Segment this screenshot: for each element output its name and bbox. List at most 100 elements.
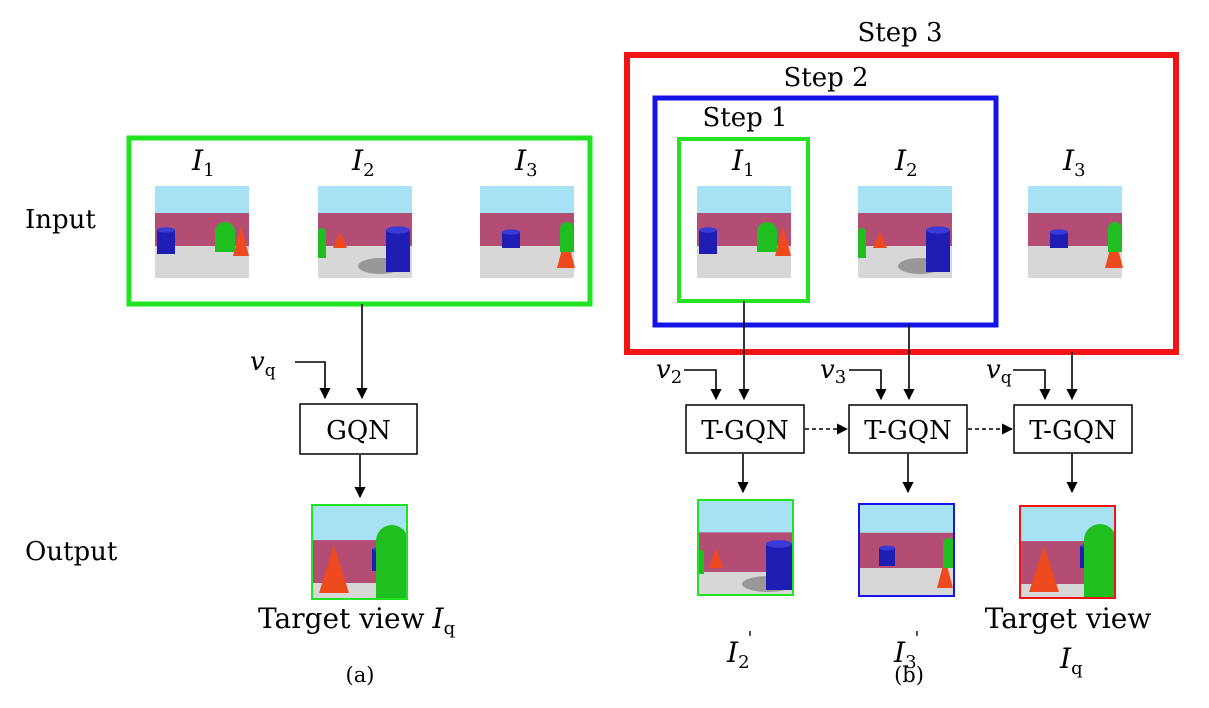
tgqn-box-1-label: T-GQN bbox=[701, 416, 789, 446]
blue-cylinder-top bbox=[1050, 229, 1068, 235]
blue-cylinder-top bbox=[386, 226, 410, 234]
blue-cylinder bbox=[502, 232, 520, 248]
query-label-v2: v2 bbox=[656, 355, 682, 388]
output-label-i2-prime: I2' bbox=[726, 628, 752, 673]
b-scene-image-i3 bbox=[1028, 186, 1123, 278]
green-capsule bbox=[698, 553, 704, 574]
output-border-i2-prime bbox=[697, 499, 794, 596]
output-image-target-b bbox=[1020, 506, 1116, 598]
scene-image-i2 bbox=[318, 186, 412, 278]
query-label-v3: v3 bbox=[820, 355, 846, 388]
red-cone bbox=[709, 548, 723, 568]
blue-cylinder bbox=[386, 230, 410, 272]
green-capsule-top bbox=[318, 228, 326, 236]
step2-box bbox=[652, 95, 999, 328]
blue-cylinder bbox=[157, 230, 175, 254]
input-label-i1: I1 bbox=[191, 144, 215, 181]
output-label-i3-prime: I3' bbox=[893, 628, 919, 673]
target-view-symbol-b: Iq bbox=[1059, 642, 1083, 679]
scene-sky bbox=[697, 186, 791, 213]
output-row-label: Output bbox=[25, 537, 118, 567]
query-label-vq: vq bbox=[250, 347, 276, 381]
b-input-label-i1: I1 bbox=[731, 144, 755, 181]
green-capsule-top bbox=[560, 222, 574, 236]
blue-cylinder-top bbox=[766, 540, 792, 548]
blue-cylinder-top bbox=[157, 227, 175, 233]
arrow-query-v2 bbox=[684, 369, 722, 401]
red-cone bbox=[937, 558, 953, 588]
panel-b: Step 3 Step 2 Step 1 I1 I2 I3 v2 v3 vq T… bbox=[624, 18, 1179, 687]
output-image-border bbox=[311, 504, 408, 600]
tgqn-box-1 bbox=[685, 404, 805, 454]
scene-sky bbox=[318, 186, 412, 213]
scene-sky bbox=[480, 186, 574, 213]
b-scene-image-i1 bbox=[697, 186, 791, 278]
output-image-i3-prime bbox=[859, 504, 955, 596]
red-cone bbox=[233, 226, 249, 256]
green-capsule-top bbox=[858, 228, 866, 236]
blue-cylinder bbox=[699, 230, 717, 254]
green-capsule-top bbox=[215, 222, 235, 242]
tgqn-box-3-label: T-GQN bbox=[1029, 416, 1117, 446]
b-input-label-i3: I3 bbox=[1062, 144, 1086, 181]
red-cone bbox=[319, 545, 349, 593]
scene-sky bbox=[858, 186, 952, 213]
green-capsule-top bbox=[1108, 222, 1122, 236]
blue-cylinder-top bbox=[926, 226, 950, 234]
scene-sky bbox=[1028, 186, 1122, 213]
blue-cylinder-top bbox=[879, 545, 895, 551]
query-label-vq-b: vq bbox=[986, 355, 1012, 388]
arrow-query-v3 bbox=[849, 369, 887, 401]
blue-cylinder bbox=[766, 544, 792, 590]
gqn-box bbox=[299, 403, 418, 455]
output-image-i2-prime bbox=[698, 500, 794, 595]
arrow-query-vq bbox=[1013, 369, 1051, 401]
blue-cylinder bbox=[926, 230, 950, 272]
arrow-query-to-gqn bbox=[295, 361, 331, 400]
step3-label: Step 3 bbox=[857, 18, 942, 48]
scene-wall bbox=[1028, 213, 1122, 246]
green-capsule-top bbox=[376, 525, 408, 557]
tgqn-box-3 bbox=[1013, 404, 1133, 454]
caption-b: (b) bbox=[894, 663, 924, 687]
scene-image-i3 bbox=[480, 186, 575, 278]
blue-cylinder-top bbox=[502, 229, 520, 235]
output-image-target bbox=[312, 505, 408, 599]
green-capsule-top bbox=[698, 550, 704, 556]
b-input-label-i2: I2 bbox=[894, 144, 918, 181]
scene-sky bbox=[859, 504, 954, 533]
input-label-i2: I2 bbox=[351, 144, 375, 181]
b-scene-image-i2 bbox=[858, 186, 952, 278]
tgqn-box-2-label: T-GQN bbox=[864, 416, 952, 446]
blue-cylinder bbox=[879, 548, 895, 566]
step2-label: Step 2 bbox=[783, 63, 868, 93]
input-group-box bbox=[126, 135, 593, 307]
output-border-i3-prime bbox=[858, 503, 955, 597]
scene-image-i1 bbox=[155, 186, 249, 278]
scene-sky bbox=[698, 500, 793, 533]
caption-a: (a) bbox=[346, 663, 375, 687]
scene-wall bbox=[480, 213, 574, 246]
gqn-box-label: GQN bbox=[326, 416, 391, 446]
green-capsule bbox=[858, 232, 866, 258]
green-capsule bbox=[318, 232, 326, 258]
red-cone bbox=[1029, 546, 1059, 592]
tgqn-box-2 bbox=[848, 404, 968, 454]
target-view-label-b: Target view bbox=[985, 602, 1152, 635]
input-label-i3: I3 bbox=[514, 144, 538, 181]
output-border-target-b bbox=[1019, 505, 1116, 599]
scene-sky bbox=[155, 186, 249, 213]
green-capsule-top bbox=[943, 538, 955, 550]
blue-cylinder-top bbox=[699, 227, 717, 233]
blue-cylinder bbox=[1050, 232, 1068, 248]
step1-label: Step 1 bbox=[702, 103, 787, 133]
red-cone bbox=[333, 232, 347, 248]
step3-box bbox=[624, 52, 1179, 355]
green-capsule-top bbox=[757, 222, 777, 242]
red-cone bbox=[873, 232, 887, 248]
input-row-label: Input bbox=[25, 205, 96, 235]
green-capsule-top bbox=[1084, 524, 1116, 556]
